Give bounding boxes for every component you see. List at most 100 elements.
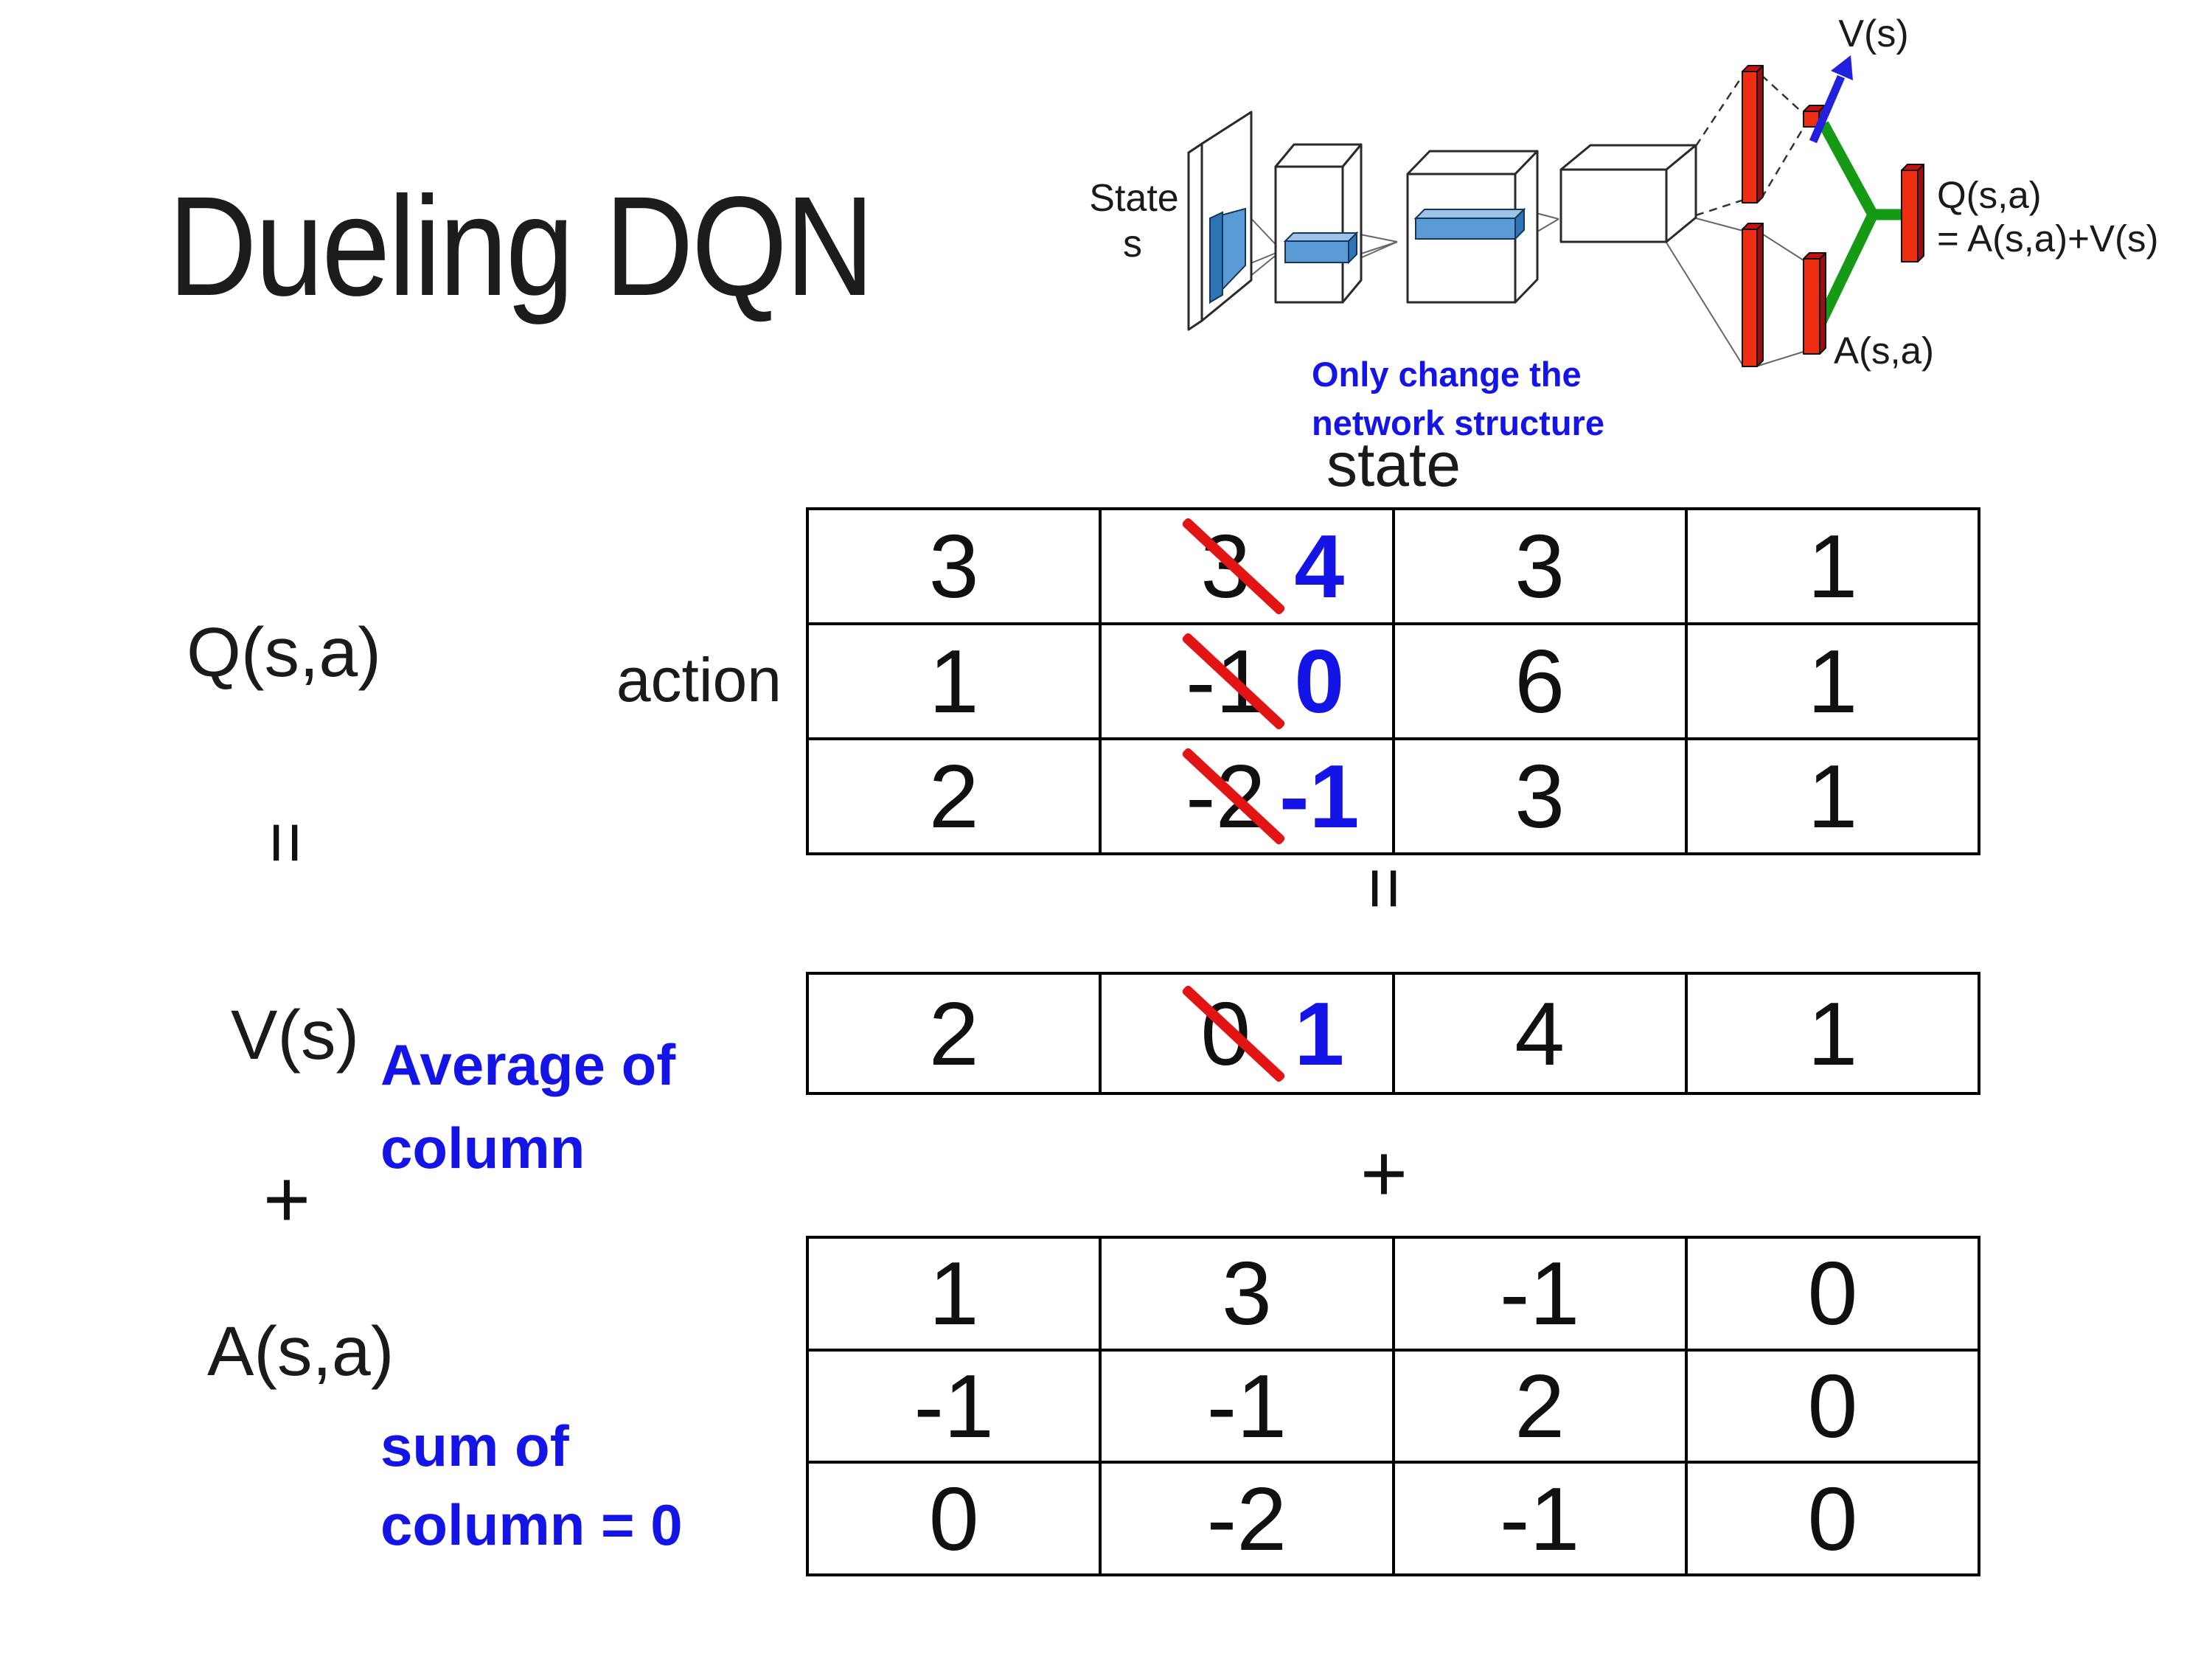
network-diagram: State s V(s) Q(s,a) = A(s,a)+V(s) A(s,a)… (1089, 13, 2158, 442)
cell-value: 1 (1807, 631, 1858, 731)
table-cell: 0 (1688, 1352, 1978, 1461)
advantage-vector-bar (1803, 252, 1826, 355)
feature-wedge (1209, 207, 1246, 305)
table-cell: -1 (1395, 1239, 1688, 1349)
cell-value: 1 (928, 631, 979, 731)
cell-new-value: 0 (1294, 631, 1345, 731)
table-cell: 0 (809, 1464, 1102, 1574)
q-output-bar (1901, 164, 1924, 262)
table-row: -1 -1 2 0 (809, 1351, 1978, 1464)
a-matrix-label: A(s,a) (207, 1312, 394, 1391)
conv-box-3 (1559, 144, 1697, 243)
table-cell: 3 (1102, 1239, 1395, 1349)
state-axis-label: state (1326, 430, 1461, 499)
table-cell: 2 (809, 975, 1102, 1092)
cell-new-value: 1 (1294, 983, 1345, 1084)
table-cell: 1 (1688, 975, 1978, 1092)
cell-value: 1 (1807, 516, 1858, 616)
table-row: 0 -2 -1 0 (809, 1464, 1978, 1574)
v-matrix-label: V(s) (231, 996, 360, 1074)
table-cell: 3 (1395, 740, 1688, 852)
slide-title: Dueling DQN (168, 167, 874, 325)
table-cell-corrected: 3 4 (1102, 510, 1395, 622)
cell-value: 3 (1221, 1243, 1272, 1344)
cell-value: 0 (1807, 1243, 1858, 1344)
cell-value: 0 (928, 1468, 979, 1569)
a-annotation: sum of column = 0 (380, 1407, 683, 1565)
cell-value: 1 (1807, 746, 1858, 846)
cell-value: 3 (1514, 516, 1565, 616)
cell-value: 1 (928, 1243, 979, 1344)
feature-bar-1 (1283, 231, 1359, 265)
cell-new-value: 4 (1294, 516, 1345, 616)
table-row: 1 3 -1 0 (809, 1239, 1978, 1352)
diagram-state-s-label: s (1123, 223, 1142, 265)
cell-value: 3 (928, 516, 979, 616)
cell-value: 1 (1807, 983, 1858, 1084)
cell-value: 0 (1807, 1468, 1858, 1569)
table-cell: 1 (1688, 625, 1978, 737)
table-cell: 1 (1688, 740, 1978, 852)
fc-bar-advantage-stream (1742, 223, 1764, 367)
table-cell: 3 (1395, 510, 1688, 622)
table-cell: 2 (809, 740, 1102, 852)
cell-value: -2 (1206, 1468, 1287, 1569)
a-table: 1 3 -1 0 -1 -1 2 0 0 -2 -1 0 (806, 1236, 1980, 1576)
cell-value: -1 (1499, 1243, 1580, 1344)
cell-value: -1 (1499, 1468, 1580, 1569)
cell-value: 6 (1514, 631, 1565, 731)
table-cell: 6 (1395, 625, 1688, 737)
merge-connector (1812, 121, 1904, 334)
table-cell: 1 (1688, 510, 1978, 622)
diagram-note-line2: network structure (1312, 403, 1604, 442)
v-annotation-line1: Average of (380, 1032, 676, 1097)
cell-value: 2 (928, 746, 979, 846)
table-cell: 0 (1688, 1464, 1978, 1573)
plus-sign-left: + (262, 1154, 311, 1245)
table-cell: 1 (809, 1239, 1102, 1349)
table-cell: -1 (809, 1351, 1102, 1461)
cell-value: 3 (1514, 746, 1565, 846)
table-cell-corrected: -1 0 (1102, 625, 1395, 737)
feature-bar-2 (1413, 207, 1526, 241)
cell-value: 0 (1807, 1356, 1858, 1456)
diagram-state-label: State (1089, 177, 1178, 220)
diagram-q-output-label: Q(s,a) (1937, 174, 2042, 216)
diagram-note-line1: Only change the (1312, 355, 1582, 394)
table-row: 3 3 4 3 1 (809, 510, 1978, 625)
table-cell: 3 (809, 510, 1102, 622)
table-cell: -1 (1102, 1351, 1395, 1461)
v-annotation-line2: column (380, 1116, 585, 1180)
cell-new-value: -1 (1279, 746, 1360, 846)
table-cell-corrected: 0 1 (1102, 975, 1395, 1092)
fc-bar-value-stream (1742, 65, 1764, 204)
conv-box-1 (1274, 143, 1363, 304)
cell-value: 2 (928, 983, 979, 1084)
q-matrix-label: Q(s,a) (187, 613, 381, 692)
table-cell-corrected: -2 -1 (1102, 740, 1395, 852)
table-row: 1 -1 0 6 1 (809, 625, 1978, 740)
v-annotation: Average of column (380, 1023, 675, 1190)
diagram-a-output-label: A(s,a) (1834, 330, 1934, 372)
diagram-q-formula-label: = A(s,a)+V(s) (1937, 218, 2158, 260)
cell-value: 4 (1514, 983, 1565, 1084)
table-cell: -2 (1102, 1464, 1395, 1574)
plus-sign-middle: + (1360, 1128, 1408, 1219)
cell-value: -1 (914, 1356, 994, 1456)
equals-sign-middle: = (1343, 866, 1426, 911)
cell-value: -1 (1206, 1356, 1287, 1456)
equals-sign-left: = (245, 821, 327, 865)
cell-value: 2 (1514, 1356, 1565, 1456)
action-axis-label: action (616, 645, 782, 714)
table-cell: 0 (1688, 1239, 1978, 1349)
table-cell: -1 (1395, 1464, 1688, 1574)
q-table: 3 3 4 3 1 1 -1 0 6 1 2 -2 -1 (806, 507, 1980, 855)
table-cell: 4 (1395, 975, 1688, 1092)
dashed-value-stream-lines (1694, 73, 1807, 217)
a-annotation-line2: column = 0 (380, 1492, 683, 1557)
value-arrow-icon (1809, 55, 1853, 144)
table-row: 2 0 1 4 1 (809, 975, 1978, 1092)
table-cell: 1 (809, 625, 1102, 737)
a-annotation-line1: sum of (380, 1413, 569, 1478)
